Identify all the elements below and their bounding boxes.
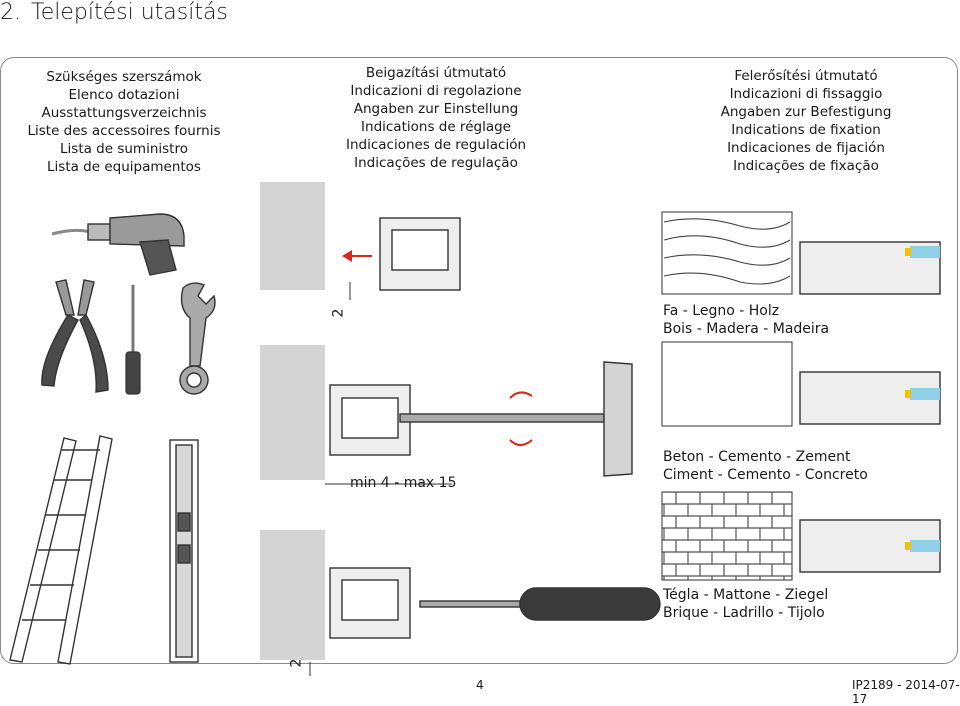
gap-bottom-label: 2 (288, 658, 305, 668)
page-heading: 2. Telepítési utasítás (0, 0, 238, 25)
red-arrow-icon (342, 250, 533, 446)
wall-panel-bottom (260, 530, 325, 660)
wood-line: Bois - Madera - Madeira (663, 321, 830, 337)
fixing-line: Felerősítési útmutató (734, 68, 878, 84)
section-number: 2. (0, 0, 21, 25)
concrete-line: Ciment - Cemento - Concreto (663, 467, 868, 483)
concrete-texture (661, 341, 793, 427)
frame-profile (329, 217, 461, 639)
fixing-line: Angaben zur Befestigung (720, 104, 892, 120)
page-number: 4 (476, 678, 484, 692)
wood-label: Fa - Legno - Holz Bois - Madera - Madeir… (663, 302, 829, 338)
brick-line: Tégla - Mattone - Ziegel (663, 587, 829, 603)
tools-line: Ausstattungsverzeichnis (41, 105, 207, 121)
adjustment-line: Indicaciones de regulación (345, 137, 527, 153)
adjustment-line: Indications de réglage (361, 119, 511, 135)
adjustment-line: Indicazioni di regolazione (350, 83, 522, 99)
fixing-line: Indicações de fixação (733, 158, 879, 174)
drill-icon (51, 213, 185, 276)
brick-texture (661, 491, 793, 581)
spirit-level-icon (169, 439, 199, 663)
fixing-line: Indicazioni di fissaggio (729, 86, 883, 102)
wall-panel-middle (260, 345, 325, 480)
fixing-header: Felerősítési útmutató Indicazioni di fis… (700, 67, 912, 175)
tools-line: Szükséges szerszámok (46, 69, 202, 85)
adjustment-line: Indicações de regulação (354, 155, 518, 171)
tools-line: Lista de suministro (60, 141, 188, 157)
ladder-icon (9, 435, 113, 665)
tools-line: Lista de equipamentos (47, 159, 201, 175)
screwdriver-large-icon (419, 587, 661, 621)
brick-line: Brique - Ladrillo - Tijolo (663, 605, 825, 621)
tools-line: Elenco dotazioni (68, 87, 180, 103)
fixing-line: Indications de fixation (731, 122, 881, 138)
wrench-icon (179, 282, 216, 395)
t-key-icon (399, 361, 633, 477)
dimension-lines (309, 282, 452, 676)
wall-panel-top (260, 182, 325, 290)
concrete-line: Beton - Cemento - Zement (663, 449, 851, 465)
pliers-icon (41, 279, 109, 393)
glass-pane (910, 246, 940, 552)
concrete-label: Beton - Cemento - Zement Ciment - Cement… (663, 448, 868, 484)
adjustment-line: Angaben zur Einstellung (353, 101, 519, 117)
content-frame (0, 57, 958, 664)
fixing-profile (799, 241, 941, 573)
installation-illustrations (9, 182, 941, 676)
wood-texture (661, 211, 793, 295)
gap-top-label: 2 (330, 308, 347, 318)
adjustment-line: Beigazítási útmutató (365, 65, 507, 81)
brick-label: Tégla - Mattone - Ziegel Brique - Ladril… (663, 586, 828, 622)
wood-line: Fa - Legno - Holz (663, 303, 780, 319)
tools-header: Szükséges szerszámok Elenco dotazioni Au… (18, 68, 230, 176)
section-title: Telepítési utasítás (31, 0, 228, 25)
screwdriver-icon (125, 285, 141, 395)
range-label: min 4 - max 15 (350, 475, 457, 491)
fixing-line: Indicaciones de fijación (727, 140, 885, 156)
accent-marker (905, 248, 911, 550)
tools-line: Liste des accessoires fournis (27, 123, 221, 139)
adjustment-header: Beigazítási útmutató Indicazioni di rego… (330, 64, 542, 172)
document-id: IP2189 - 2014-07-17 (852, 678, 960, 706)
